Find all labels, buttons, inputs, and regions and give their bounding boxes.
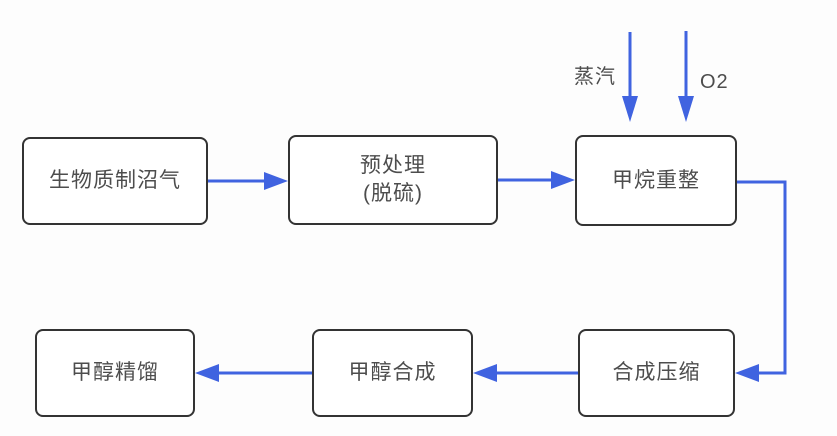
node-label: 甲烷重整 xyxy=(612,168,700,192)
node-pretreatment: 预处理 (脱硫) xyxy=(288,135,498,225)
node-synthesis-compression: 合成压缩 xyxy=(578,329,735,417)
arrow-compression-to-synthesis xyxy=(473,364,578,382)
node-label: 甲醇合成 xyxy=(348,361,437,384)
arrow-reforming-to-compression xyxy=(735,180,787,382)
o2-input-arrow xyxy=(678,31,694,122)
steam-input-arrow xyxy=(622,32,638,122)
node-label: 生物质制沼气 xyxy=(49,169,181,192)
node-label: 甲醇精馏 xyxy=(71,361,159,384)
node-biomass-to-biogas: 生物质制沼气 xyxy=(22,137,208,225)
arrow-biomass-to-pretreatment xyxy=(208,172,288,190)
node-methane-reforming: 甲烷重整 xyxy=(575,135,737,226)
o2-input-label: O2 xyxy=(700,71,729,93)
arrow-pretreatment-to-reforming xyxy=(498,171,575,189)
arrow-synthesis-to-distillation xyxy=(195,364,312,382)
steam-input-label: 蒸汽 xyxy=(574,66,616,88)
node-methanol-synthesis: 甲醇合成 xyxy=(312,329,473,417)
node-label: 预处理 xyxy=(360,154,426,177)
node-label-line2: (脱硫) xyxy=(363,182,423,205)
node-label: 合成压缩 xyxy=(612,361,701,384)
node-methanol-distillation: 甲醇精馏 xyxy=(35,329,195,417)
